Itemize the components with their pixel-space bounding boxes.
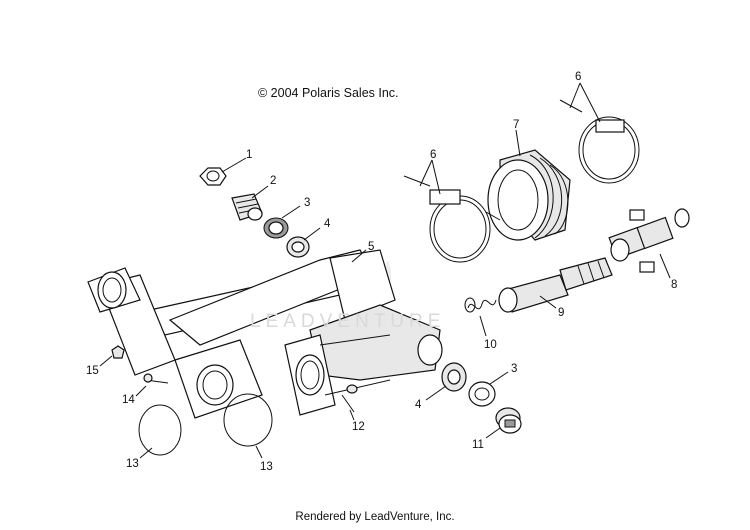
part-o-ring-left — [138, 404, 182, 456]
callout-3-top: 3 — [304, 197, 310, 209]
callout-8: 8 — [671, 279, 677, 291]
part-bolt-14 — [143, 373, 169, 384]
callout-1: 1 — [246, 149, 252, 161]
callout-labels: 1 2 3 4 5 6 6 7 8 9 10 3 4 11 12 13 13 1… — [86, 71, 677, 473]
callout-6-left: 6 — [430, 149, 436, 161]
part-shaft — [498, 257, 613, 313]
part-clamp-left — [403, 175, 491, 263]
callout-2: 2 — [270, 175, 276, 187]
callout-10: 10 — [484, 339, 497, 351]
callout-5: 5 — [368, 241, 374, 253]
part-threaded-bushing — [231, 193, 263, 221]
part-bolt-12 — [341, 384, 358, 413]
callout-7: 7 — [513, 119, 519, 131]
footer-text: Rendered by LeadVenture, Inc. — [295, 511, 455, 523]
part-nut — [199, 167, 227, 186]
part-bearing-bottom — [441, 362, 467, 392]
part-o-ring-right — [223, 393, 273, 447]
callout-4-bottom: 4 — [415, 399, 422, 411]
callout-15: 15 — [86, 365, 99, 377]
callout-13-left: 13 — [126, 458, 139, 470]
callout-14: 14 — [122, 394, 135, 406]
part-boot — [485, 149, 571, 241]
callout-3-bottom: 3 — [511, 363, 517, 375]
watermark-text: LEADVENTURE — [250, 311, 446, 332]
copyright-text: © 2004 Polaris Sales Inc. — [258, 86, 399, 100]
part-plug — [495, 407, 522, 434]
part-bearing-top — [286, 236, 310, 258]
part-swing-arm — [87, 249, 443, 419]
callout-11: 11 — [472, 439, 484, 451]
part-u-joint — [608, 208, 690, 273]
part-seal-bottom — [468, 381, 496, 407]
callout-4-top: 4 — [324, 218, 331, 230]
part-clamp-right — [559, 99, 640, 184]
callout-9: 9 — [558, 307, 564, 319]
part-seal-top — [263, 217, 289, 239]
callout-13-right: 13 — [260, 461, 273, 473]
part-fitting — [111, 345, 125, 359]
part-spring — [464, 297, 497, 313]
callout-6-right: 6 — [575, 71, 581, 83]
callout-12: 12 — [352, 421, 365, 433]
leader-lines — [99, 82, 671, 459]
